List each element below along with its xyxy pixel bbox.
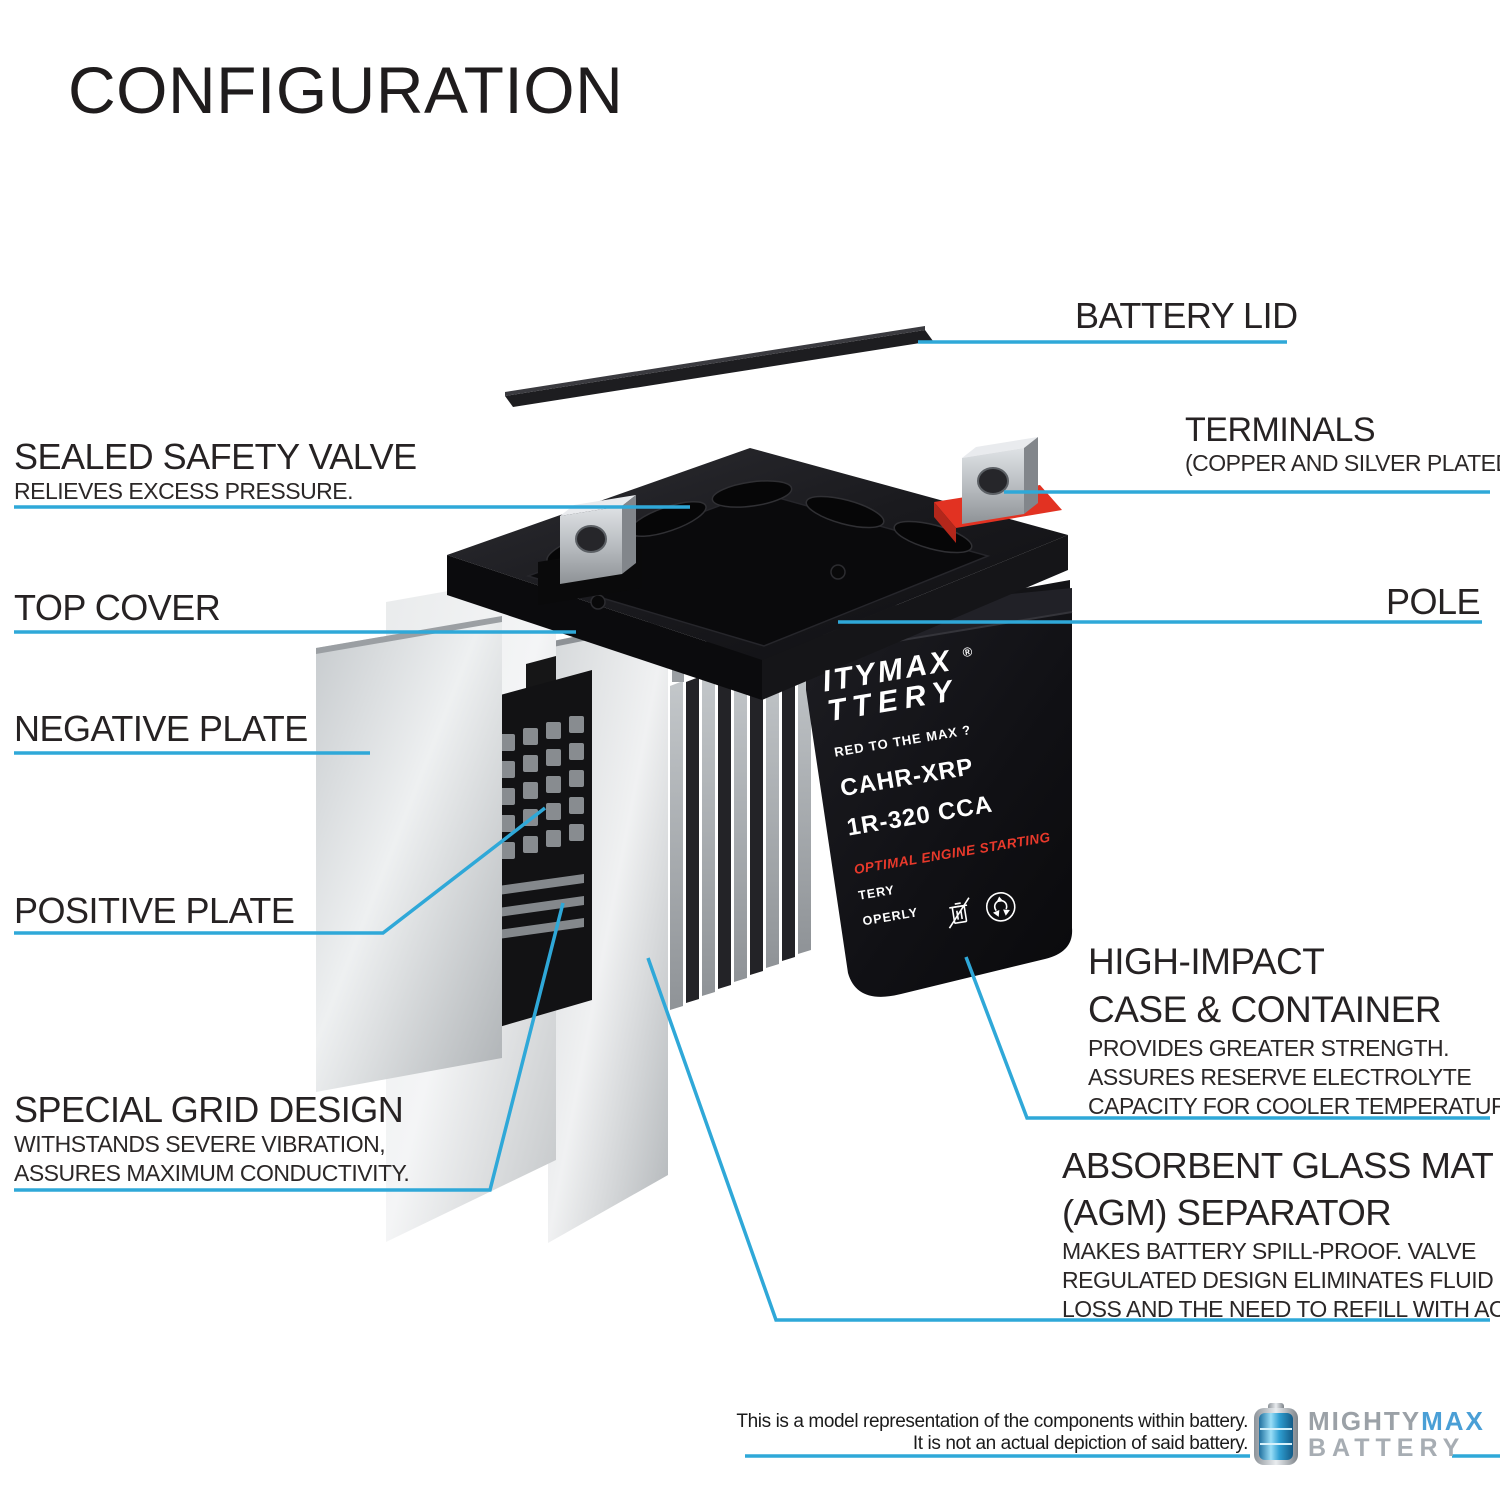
sealed-safety-valve-sub: RELIEVES EXCESS PRESSURE.: [14, 477, 354, 504]
high-impact-label2: CASE & CONTAINER: [1088, 989, 1442, 1031]
battery-logo-icon: [1254, 1403, 1298, 1465]
special-grid-label: SPECIAL GRID DESIGN: [14, 1089, 404, 1130]
grid-plate-graphic: [482, 656, 592, 1032]
callout-positive-plate: POSITIVE PLATE: [14, 890, 295, 931]
terminals-label: TERMINALS: [1185, 411, 1376, 449]
disclaimer-line2: It is not an actual depiction of said ba…: [912, 1433, 1248, 1454]
top-cover-graphic: [447, 437, 1068, 700]
agm-sub3: LOSS AND THE NEED TO REFILL WITH ACID.: [1062, 1295, 1500, 1322]
high-impact-sub1: PROVIDES GREATER STRENGTH.: [1088, 1035, 1450, 1062]
special-grid-sub1: WITHSTANDS SEVERE VIBRATION,: [14, 1130, 386, 1157]
callout-special-grid: SPECIAL GRID DESIGN WITHSTANDS SEVERE VI…: [14, 1089, 410, 1188]
brand-name-line2: BATTERY: [1308, 1433, 1466, 1462]
callout-battery-lid: BATTERY LID: [1075, 295, 1298, 336]
high-impact-label1: HIGH-IMPACT: [1088, 941, 1325, 982]
battery-lid-graphic: [505, 326, 933, 407]
brand-logo: MIGHTYMAX BATTERY: [1252, 1402, 1485, 1466]
page-title: CONFIGURATION: [68, 53, 624, 127]
callout-high-impact: HIGH-IMPACT CASE & CONTAINER PROVIDES GR…: [1088, 938, 1500, 1121]
brand-logo-text: MIGHTYMAX BATTERY: [1308, 1408, 1485, 1461]
case-icons: [942, 887, 1020, 932]
terminal-right: [934, 437, 1062, 543]
brand-mighty: MIGHTY: [1308, 1405, 1422, 1436]
agm-sub2: REGULATED DESIGN ELIMINATES FLUID: [1062, 1266, 1494, 1293]
negative-plate-graphic: [316, 616, 502, 1092]
leader-lines: [14, 340, 1500, 1458]
vent-holes: [546, 480, 973, 567]
sealed-safety-valve-label: SEALED SAFETY VALVE: [14, 436, 417, 477]
brand-name-line1: MIGHTYMAX: [1308, 1408, 1485, 1434]
callout-terminals: TERMINALS (COPPER AND SILVER PLATED): [1185, 412, 1500, 478]
pole-label: POLE: [1385, 581, 1481, 622]
disclaimer-line1: This is a model representation of the co…: [736, 1411, 1248, 1432]
agm-label2: (AGM) SEPARATOR: [1062, 1192, 1392, 1234]
high-impact-sub2: ASSURES RESERVE ELECTROLYTE: [1088, 1064, 1472, 1091]
leader-positive-plate: [14, 806, 547, 935]
agm-label1: ABSORBENT GLASS MAT: [1062, 1145, 1494, 1186]
agm-sub1: MAKES BATTERY SPILL-PROOF. VALVE: [1062, 1237, 1476, 1264]
no-trash-icon: [948, 897, 970, 929]
negative-plate-label: NEGATIVE PLATE: [14, 708, 308, 749]
disclaimer: This is a model representation of the co…: [600, 1411, 1248, 1455]
recycle-circle-icon: [985, 892, 1016, 922]
leader-special-grid: [14, 902, 565, 1192]
callout-top-cover: TOP COVER: [14, 587, 221, 628]
terminals-sub: (COPPER AND SILVER PLATED): [1185, 449, 1500, 476]
brand-max: MAX: [1421, 1405, 1485, 1436]
callout-agm: ABSORBENT GLASS MAT (AGM) SEPARATOR MAKE…: [1062, 1142, 1500, 1324]
battery-lid-label: BATTERY LID: [1075, 295, 1298, 336]
high-impact-sub3: CAPACITY FOR COOLER TEMPERATURES.: [1088, 1093, 1500, 1120]
callout-pole: POLE: [1280, 581, 1481, 622]
leader-agm: [646, 957, 1490, 1322]
callout-sealed-safety-valve: SEALED SAFETY VALVE RELIEVES EXCESS PRES…: [14, 436, 417, 506]
leader-high-impact: [964, 956, 1490, 1120]
callout-negative-plate: NEGATIVE PLATE: [14, 708, 308, 749]
special-grid-sub2: ASSURES MAXIMUM CONDUCTIVITY.: [14, 1159, 410, 1186]
positive-plate-label: POSITIVE PLATE: [14, 890, 295, 931]
top-cover-label: TOP COVER: [14, 587, 221, 628]
